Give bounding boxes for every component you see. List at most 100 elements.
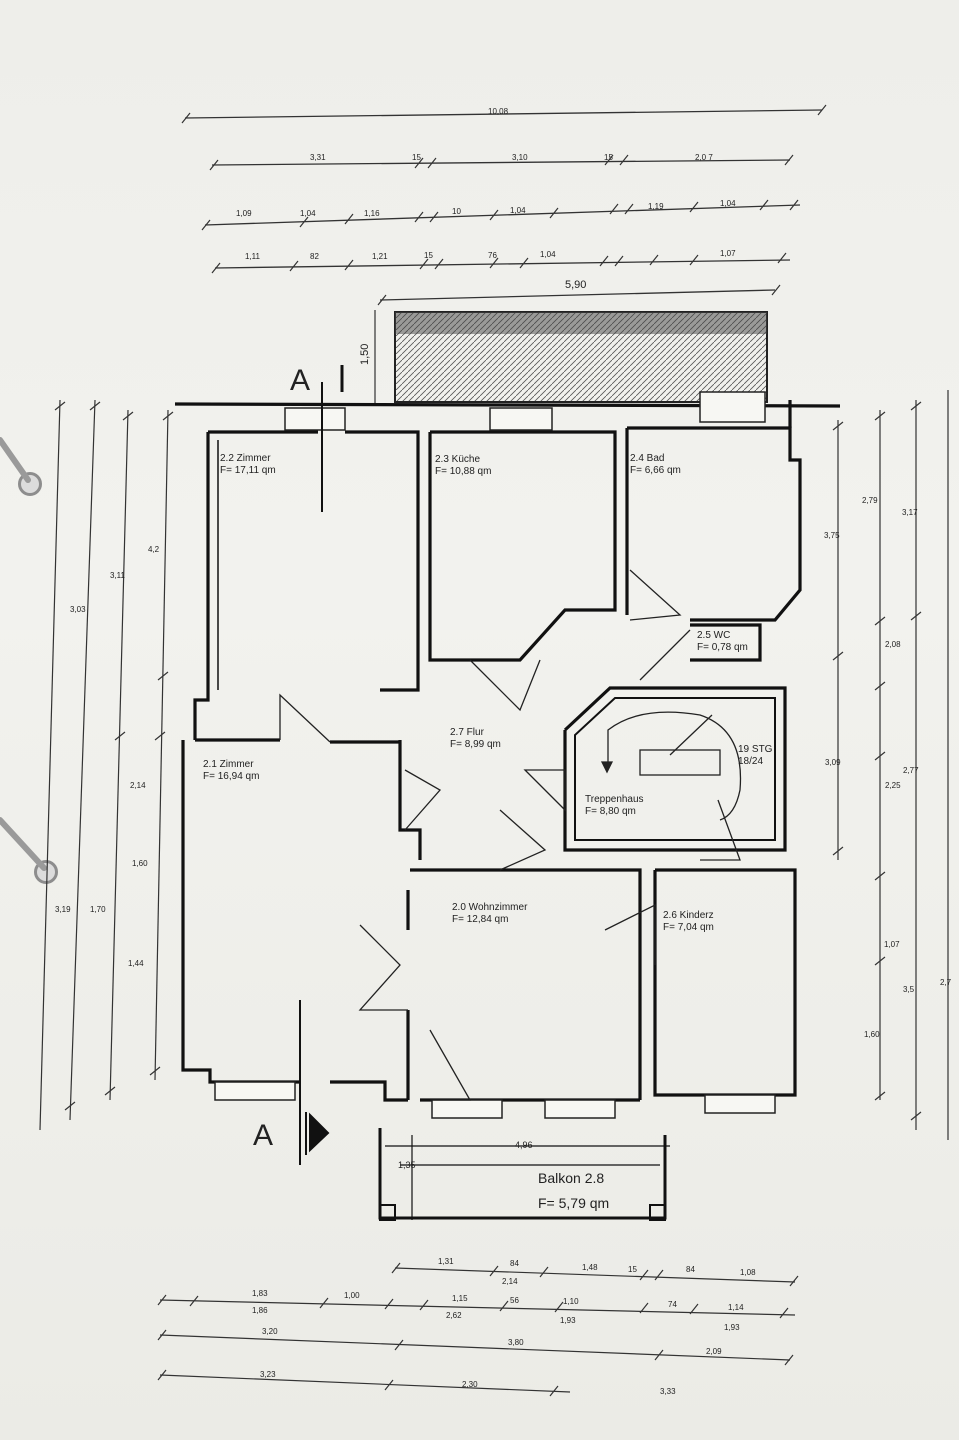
balcony-name: Balkon 2.8: [538, 1170, 604, 1186]
room-area-treppenhaus: F= 8,80 qm: [585, 806, 636, 817]
dim-label: 1,86: [252, 1306, 268, 1315]
dim-label: 15: [412, 153, 421, 162]
binder-ring-icon: [18, 472, 42, 496]
dim-label: 1,09: [236, 209, 252, 218]
room-name-2-7: 2.7 Flur: [450, 727, 485, 738]
room-name-treppenhaus: Treppenhaus: [585, 794, 644, 805]
dim-label: 1,93: [724, 1323, 740, 1332]
dim-label: 1,70: [90, 905, 106, 914]
room-area-2-5: F= 0,78 qm: [697, 642, 748, 653]
dim-label: 1,07: [720, 249, 736, 258]
dim-label: 2,30: [462, 1380, 478, 1389]
room-area-2-2: F= 17,11 qm: [220, 465, 276, 476]
room-name-2-4: 2.4 Bad: [630, 453, 664, 464]
dim-label: 2,14: [130, 781, 146, 790]
room-area-2-1: F= 16,94 qm: [203, 771, 259, 782]
section-marker-bottom: A: [253, 1119, 273, 1152]
dim-label: 3,23: [260, 1370, 276, 1379]
right-dimension-labels: 2,79 3,17 3,75 2,08 2,77 2,25 3,09 1,07 …: [824, 496, 952, 1039]
dim-label: 1,44: [128, 959, 144, 968]
dim-label: 10: [452, 207, 461, 216]
dim-label: 10,08: [488, 107, 509, 116]
dim-label: 84: [510, 1259, 519, 1268]
left-dimension-chains: [39, 399, 174, 1131]
dim-label: 1,93: [560, 1316, 576, 1325]
door-swings: [279, 569, 741, 1101]
dim-label: 2,62: [446, 1311, 462, 1320]
dim-label: 3,10: [512, 153, 528, 162]
dim-label: 1,31: [438, 1257, 454, 1266]
dim-label: 3,09: [825, 758, 841, 767]
terrace-width-label: 5,90: [565, 279, 586, 291]
section-line: [299, 365, 344, 1165]
balcony-area: F= 5,79 qm: [538, 1195, 609, 1211]
terrace-depth-label: 1,50: [359, 344, 371, 365]
dim-label: 1,04: [720, 199, 736, 208]
dim-label: 1,60: [864, 1030, 880, 1039]
top-dimension-chains: [181, 104, 827, 306]
dim-label: 3,5: [903, 985, 915, 994]
room-labels: 2.2 Zimmer F= 17,11 qm 2.3 Küche F= 10,8…: [203, 453, 773, 933]
dim-label: 15: [424, 251, 433, 260]
dim-label: 1,00: [344, 1291, 360, 1300]
dim-label: 3,75: [824, 531, 840, 540]
dim-label: 2,08: [885, 640, 901, 649]
dim-label: 56: [510, 1296, 519, 1305]
dim-label: 1,21: [372, 252, 388, 261]
room-area-2-6: F= 7,04 qm: [663, 922, 714, 933]
dim-label: 1,60: [132, 859, 148, 868]
dim-label: 3,19: [55, 905, 71, 914]
dim-label: 3,17: [902, 508, 918, 517]
dim-label: 1,16: [364, 209, 380, 218]
dim-label: 1,15: [452, 1294, 468, 1303]
dim-label: 2,14: [502, 1277, 518, 1286]
dim-label: 1,83: [252, 1289, 268, 1298]
dim-label: 3,33: [660, 1387, 676, 1396]
dim-label: 2,79: [862, 496, 878, 505]
dim-label: 3,11: [110, 571, 126, 580]
dim-label: 3,20: [262, 1327, 278, 1336]
dim-label: 1,04: [510, 206, 526, 215]
room-name-2-6: 2.6 Kinderz: [663, 910, 714, 921]
dim-label: 1,08: [740, 1268, 756, 1277]
bottom-dimension-chains: [157, 1262, 799, 1397]
dim-label: 1,04: [300, 209, 316, 218]
dim-label: 15: [604, 153, 613, 162]
dim-label: 1,10: [563, 1297, 579, 1306]
room-name-2-1: 2.1 Zimmer: [203, 759, 254, 770]
room-name-2-2: 2.2 Zimmer: [220, 453, 271, 464]
dim-label: 1,07: [884, 940, 900, 949]
room-area-2-0: F= 12,84 qm: [452, 914, 508, 925]
dim-label: 15: [628, 1265, 637, 1274]
dim-label: 1,48: [582, 1263, 598, 1272]
staircase: [600, 711, 742, 821]
windows: [214, 391, 776, 1119]
dim-label: 1,11: [245, 252, 261, 261]
dim-label: 84: [686, 1265, 695, 1274]
dim-label: 82: [310, 252, 319, 261]
room-name-2-3: 2.3 Küche: [435, 454, 480, 465]
dim-label: 3,03: [70, 605, 86, 614]
balcony-depth-label: 1,35: [398, 1160, 416, 1170]
section-marker-top: A: [290, 364, 310, 397]
dim-label: 3,80: [508, 1338, 524, 1347]
right-dimension-chains: [832, 390, 949, 1140]
dim-label: 76: [488, 251, 497, 260]
stairs-ratio: 18/24: [738, 756, 763, 767]
dim-label: 4,2: [148, 545, 160, 554]
dim-label: 3,31: [310, 153, 326, 162]
balcony: [378, 1128, 670, 1221]
dim-label: 1,14: [728, 1303, 744, 1312]
terrace: [374, 310, 768, 405]
dim-label: 2,7: [940, 978, 952, 987]
dim-label: 2,09: [706, 1347, 722, 1356]
dim-label: 74: [668, 1300, 677, 1309]
room-area-2-3: F= 10,88 qm: [435, 466, 491, 477]
room-name-2-5: 2.5 WC: [697, 630, 730, 641]
dim-label: 2,25: [885, 781, 901, 790]
room-name-2-0: 2.0 Wohnzimmer: [452, 902, 528, 913]
balcony-width-label: 4,96: [515, 1140, 533, 1150]
dim-label: 2,77: [903, 766, 919, 775]
top-dimension-labels: 10,08 3,31 15 3,10 15 2,0 7 1,09 1,04 1,…: [236, 107, 736, 261]
